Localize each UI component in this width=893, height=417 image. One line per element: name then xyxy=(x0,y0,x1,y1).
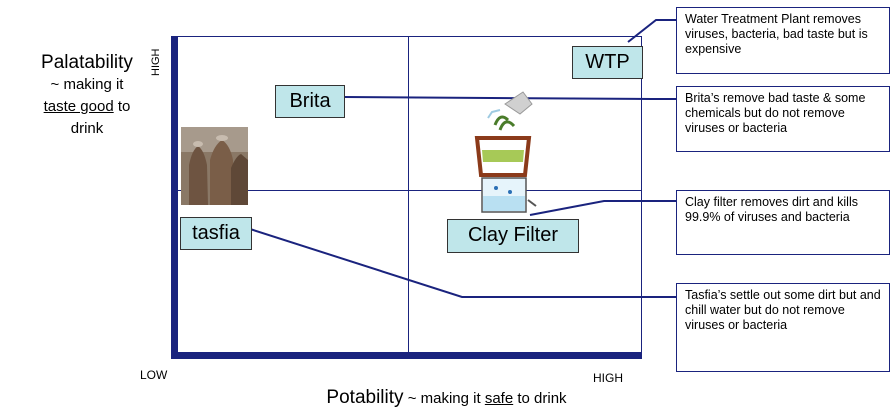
y-axis-label: Palatability ~ making it taste good to d… xyxy=(2,52,172,140)
y-axis-title: Palatability xyxy=(41,52,133,73)
wtp-callout: Water Treatment Plant removes viruses, b… xyxy=(676,7,890,74)
x-axis-line xyxy=(171,352,642,359)
clay-filter-callout: Clay filter removes dirt and kills 99.9%… xyxy=(676,190,890,255)
brita-callout: Brita’s remove bad taste & some chemical… xyxy=(676,86,890,152)
brita-connector xyxy=(343,96,676,100)
plot-frame xyxy=(171,36,642,358)
y-axis-sub-suffix: to xyxy=(117,98,131,115)
y-axis-sub-end: drink xyxy=(70,120,104,137)
clay-filter-illustration xyxy=(474,91,537,213)
tasfia-photo xyxy=(181,127,248,205)
y-axis-line xyxy=(171,36,178,358)
tasfia-callout: Tasfia’s settle out some dirt but and ch… xyxy=(676,283,890,372)
x-axis-high-label: HIGH xyxy=(593,371,623,385)
brita-label: Brita xyxy=(275,85,345,118)
wtp-label: WTP xyxy=(572,46,643,79)
tasfia-label: tasfia xyxy=(180,217,252,250)
clay-connector xyxy=(529,200,676,216)
x-axis-title: Potability xyxy=(326,387,404,408)
connector-lines xyxy=(249,19,676,298)
y-axis-sub-prefix: ~ making it xyxy=(50,76,124,93)
x-axis-sub-prefix: ~ making it xyxy=(407,390,481,407)
horizontal-divider xyxy=(176,190,642,191)
pitcher-icon xyxy=(504,91,533,115)
wtp-connector xyxy=(627,19,676,43)
vertical-divider xyxy=(408,36,409,354)
tasfia-connector xyxy=(249,228,676,298)
x-axis-sub-suffix: to drink xyxy=(517,390,567,407)
x-axis-label: Potability ~ making it safe to drink xyxy=(0,387,893,409)
x-axis-sub-underlined: safe xyxy=(484,390,514,407)
y-axis-sub-underlined: taste good xyxy=(43,98,114,115)
clay-filter-label: Clay Filter xyxy=(447,219,579,253)
x-axis-low-label: LOW xyxy=(140,368,168,382)
